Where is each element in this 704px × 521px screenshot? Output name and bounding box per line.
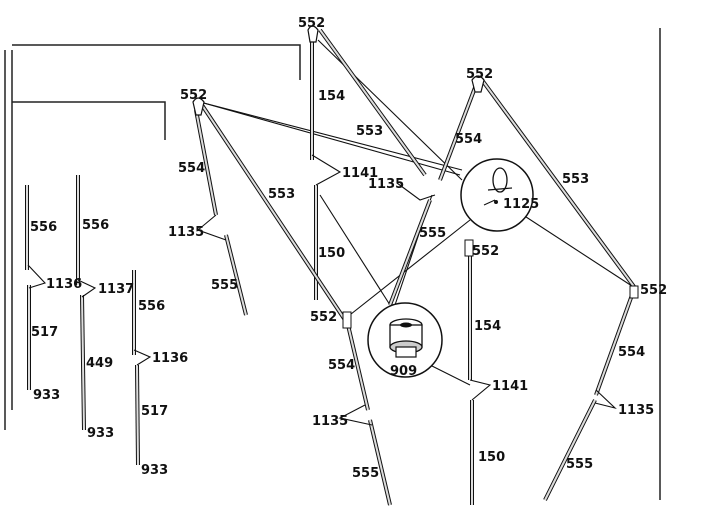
label-555: 555 xyxy=(211,278,238,293)
label-553: 553 xyxy=(268,187,295,202)
label-1141: 1141 xyxy=(492,379,528,394)
label-449: 449 xyxy=(86,356,113,371)
detail-1125 xyxy=(460,158,534,232)
label-556: 556 xyxy=(30,220,57,235)
label-150: 150 xyxy=(318,246,345,261)
label-556: 556 xyxy=(138,299,165,314)
label-555: 555 xyxy=(566,457,593,472)
label-552: 552 xyxy=(466,67,493,82)
label-517: 517 xyxy=(141,404,168,419)
label-1136: 1136 xyxy=(46,277,82,292)
label-933: 933 xyxy=(33,388,60,403)
label-1135: 1135 xyxy=(618,403,654,418)
label-552: 552 xyxy=(472,244,499,259)
label-517: 517 xyxy=(31,325,58,340)
leader-lines xyxy=(27,154,617,426)
label-555: 555 xyxy=(352,466,379,481)
label-933: 933 xyxy=(87,426,114,441)
label-555: 555 xyxy=(419,226,446,241)
part-labels: 552 552 552 552 552 552 154 154 553 553 … xyxy=(30,16,667,481)
label-552: 552 xyxy=(310,310,337,325)
label-1125: 1125 xyxy=(503,197,539,212)
detail-909 xyxy=(367,302,443,378)
label-1141: 1141 xyxy=(342,166,378,181)
label-554: 554 xyxy=(328,358,355,373)
label-554: 554 xyxy=(455,132,482,147)
fittings xyxy=(192,25,639,329)
frame-lines xyxy=(4,28,661,500)
label-150: 150 xyxy=(478,450,505,465)
label-154: 154 xyxy=(474,319,501,334)
rods xyxy=(25,28,637,506)
label-933: 933 xyxy=(141,463,168,478)
label-552: 552 xyxy=(180,88,207,103)
label-1137: 1137 xyxy=(98,282,134,297)
label-554: 554 xyxy=(618,345,645,360)
label-1136: 1136 xyxy=(152,351,188,366)
label-552: 552 xyxy=(298,16,325,31)
label-909: 909 xyxy=(390,364,417,379)
label-552: 552 xyxy=(640,283,667,298)
label-1135: 1135 xyxy=(168,225,204,240)
label-1135: 1135 xyxy=(368,177,404,192)
label-1135: 1135 xyxy=(312,414,348,429)
label-556: 556 xyxy=(82,218,109,233)
label-554: 554 xyxy=(178,161,205,176)
label-553: 553 xyxy=(562,172,589,187)
label-553: 553 xyxy=(356,124,383,139)
label-154: 154 xyxy=(318,89,345,104)
